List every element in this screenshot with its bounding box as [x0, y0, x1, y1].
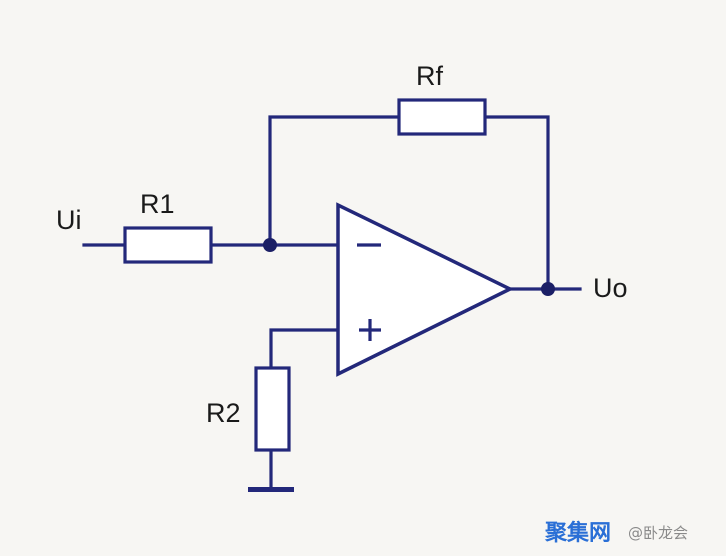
feedback-wire-right: [483, 115, 550, 291]
watermark-author: @卧龙会: [628, 524, 688, 542]
junction-node-input: [263, 238, 277, 252]
resistor-r1: [123, 226, 213, 264]
resistor-r2: [254, 366, 291, 452]
op-amp-triangle: [336, 202, 514, 377]
label-rf: Rf: [416, 61, 443, 91]
label-ui: Ui: [56, 205, 82, 235]
noninverting-input-wire: [269, 328, 340, 370]
label-r1: R1: [140, 189, 175, 219]
watermark-logo-text: 聚集网: [544, 520, 611, 546]
ground-icon: [248, 487, 294, 492]
junction-node-output: [541, 282, 555, 296]
resistor-rf: [397, 98, 487, 136]
label-uo: Uo: [593, 273, 628, 303]
feedback-wire-left: [268, 115, 401, 247]
label-r2: R2: [206, 398, 241, 428]
